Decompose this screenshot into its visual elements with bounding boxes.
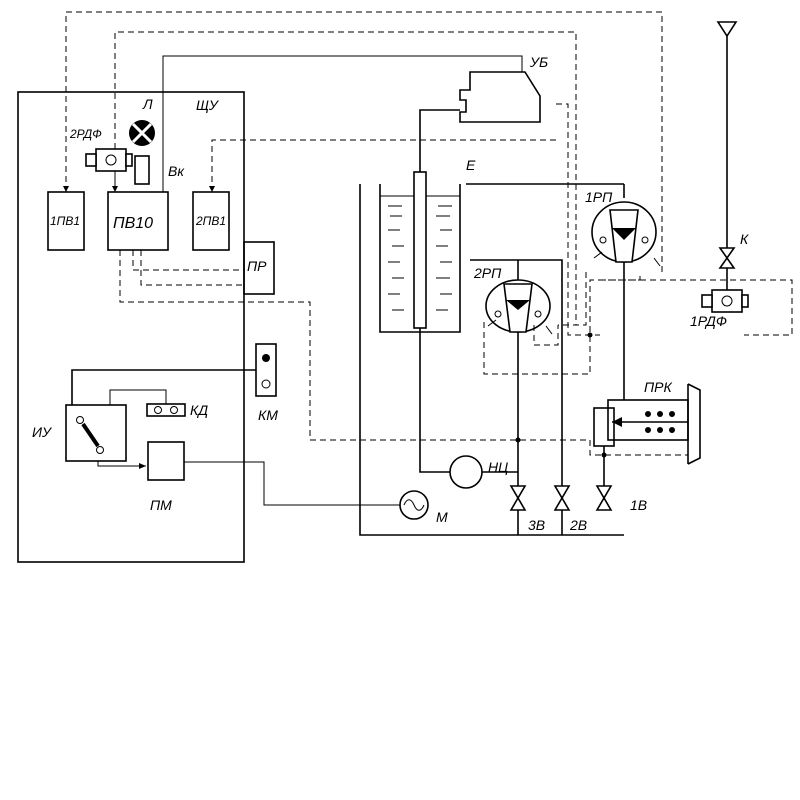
- relay-pr-label: ПР: [247, 258, 267, 274]
- regulator-1rp-label: 1РП: [585, 189, 613, 205]
- signal-lines: [63, 11, 793, 456]
- regulator-2rp-label: 2РП: [473, 265, 502, 281]
- valve-2v-icon: 2В: [553, 485, 587, 533]
- valve-prk-label: ПРК: [644, 379, 672, 395]
- relay-block-2pv1: 2ПВ1: [192, 191, 230, 251]
- valve-1v-label: 1В: [630, 497, 647, 513]
- valve-prk: ПРК: [593, 379, 701, 465]
- pressure-relay-2rdf-label: 2РДФ: [69, 127, 102, 141]
- junction-dots: [515, 332, 607, 458]
- relay-pr: ПР: [243, 241, 275, 295]
- control-unit-ub-label: УБ: [529, 54, 548, 70]
- switch-vk-label: Вк: [168, 163, 185, 179]
- lamp-label: Л: [142, 96, 153, 112]
- relay-block-pv10: ПВ10: [107, 191, 169, 251]
- valve-1v-icon: 1В: [595, 485, 647, 513]
- control-panel-label: ЩУ: [196, 97, 220, 113]
- starter-pm: ПМ: [147, 441, 185, 513]
- regulator-1rp: 1РП: [585, 189, 661, 267]
- contactor-km: КМ: [255, 343, 278, 423]
- relay-block-1pv1-label: 1ПВ1: [50, 214, 80, 228]
- pressure-relay-2rdf-icon: 2РДФ: [69, 127, 133, 172]
- limit-switch-kd: КД: [146, 402, 208, 418]
- motor-m: М: [399, 490, 448, 525]
- regulator-2rp: 2РП: [473, 265, 553, 335]
- lamp-icon: Л: [129, 96, 155, 146]
- valve-3v-icon: 3В: [509, 485, 545, 533]
- tank-e-label: Е: [466, 157, 476, 173]
- relay-block-1pv1: 1ПВ1: [47, 191, 85, 251]
- valve-k-label: К: [740, 231, 749, 247]
- control-panel: ЩУ: [17, 91, 245, 563]
- relay-block-pv10-label: ПВ10: [113, 215, 153, 232]
- piping: [359, 183, 625, 536]
- motor-m-label: М: [436, 509, 448, 525]
- pressure-relay-1rdf-icon: 1РДФ: [690, 289, 749, 329]
- pump-nc-label: НЦ: [488, 459, 508, 475]
- valve-3v-label: 3В: [528, 517, 545, 533]
- valve-2v-label: 2В: [569, 517, 587, 533]
- lamp-socket: [134, 155, 150, 185]
- relay-block-2pv1-label: 2ПВ1: [195, 214, 226, 228]
- control-unit-ub: УБ: [459, 54, 548, 123]
- tank-e: Е: [379, 157, 476, 333]
- valve-k-icon: К: [718, 231, 749, 269]
- antenna-icon: [716, 21, 738, 248]
- pressure-relay-1rdf-label: 1РДФ: [690, 313, 727, 329]
- panel-wiring: [71, 55, 523, 506]
- starter-pm-label: ПМ: [150, 497, 172, 513]
- pump-nc: НЦ: [449, 455, 508, 489]
- contactor-km-label: КМ: [258, 407, 278, 423]
- limit-switch-kd-label: КД: [190, 402, 208, 418]
- actuator-iu: ИУ: [32, 404, 127, 462]
- actuator-iu-label: ИУ: [32, 424, 53, 440]
